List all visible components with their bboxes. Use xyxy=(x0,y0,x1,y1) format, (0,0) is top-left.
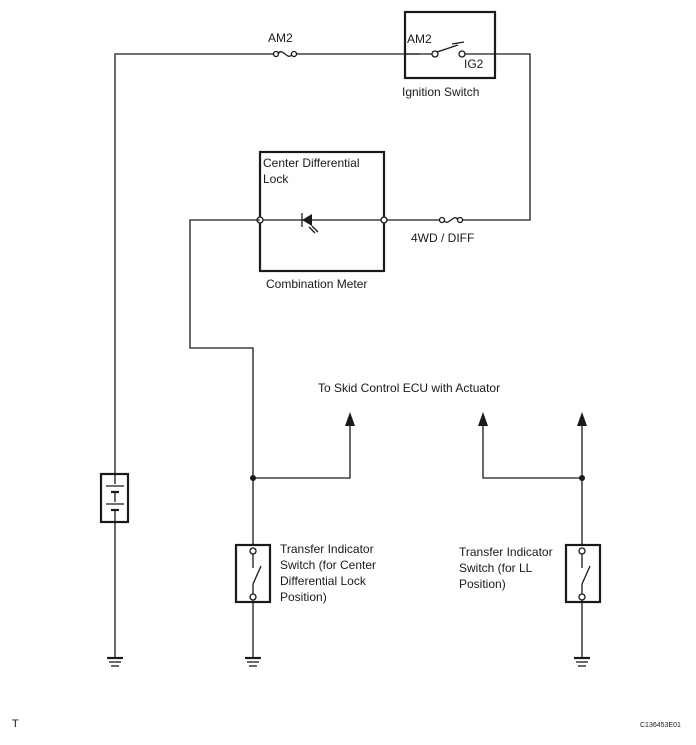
ignition-switch-caption: Ignition Switch xyxy=(402,85,479,99)
indicator-label-line1: Center Differential xyxy=(263,156,360,170)
4wd-diff-fuse-label: 4WD / DIFF xyxy=(411,231,474,245)
ll-switch-label-line3: Position) xyxy=(459,577,506,591)
ground-symbol-ll-switch xyxy=(574,656,590,667)
ll-switch-label-line2: Switch (for LL xyxy=(459,561,533,575)
ig2-wire xyxy=(462,53,531,221)
corner-mark: T xyxy=(12,718,19,730)
figure-code: C136453E01 xyxy=(640,722,681,729)
ecu-arrow-left xyxy=(345,412,355,426)
center-switch-label-line4: Position) xyxy=(280,590,327,604)
transfer-switch-center-diff xyxy=(234,543,272,604)
ll-switch-wire xyxy=(482,418,585,545)
am2-fuse-label: AM2 xyxy=(268,31,293,45)
ignition-switch xyxy=(403,10,497,80)
ecu-label: To Skid Control ECU with Actuator xyxy=(318,381,500,395)
ll-switch-label-line1: Transfer Indicator xyxy=(459,545,553,559)
am2-fuse xyxy=(272,50,298,58)
combination-meter xyxy=(256,150,388,273)
center-switch-label-line2: Switch (for Center xyxy=(280,558,376,572)
center-switch-label-line3: Differential Lock xyxy=(280,574,367,588)
battery xyxy=(99,472,130,524)
indicator-label-line2: Lock xyxy=(263,172,289,186)
ignition-ig2-terminal-label: IG2 xyxy=(464,57,484,71)
center-switch-label-line1: Transfer Indicator xyxy=(280,542,374,556)
ecu-arrow-right xyxy=(577,412,587,426)
transfer-switch-ll xyxy=(564,543,602,604)
4wd-diff-fuse xyxy=(438,216,464,224)
battery-feed-wire xyxy=(114,53,420,474)
meter-to-switch-wire xyxy=(189,219,351,545)
ground-symbol-battery xyxy=(107,656,123,667)
ground-symbol-center-switch xyxy=(245,656,261,667)
ecu-arrow-middle xyxy=(478,412,488,426)
center-diff-lock-indicator-led xyxy=(301,213,319,234)
combination-meter-caption: Combination Meter xyxy=(266,277,367,291)
ignition-am2-terminal-label: AM2 xyxy=(407,32,432,46)
